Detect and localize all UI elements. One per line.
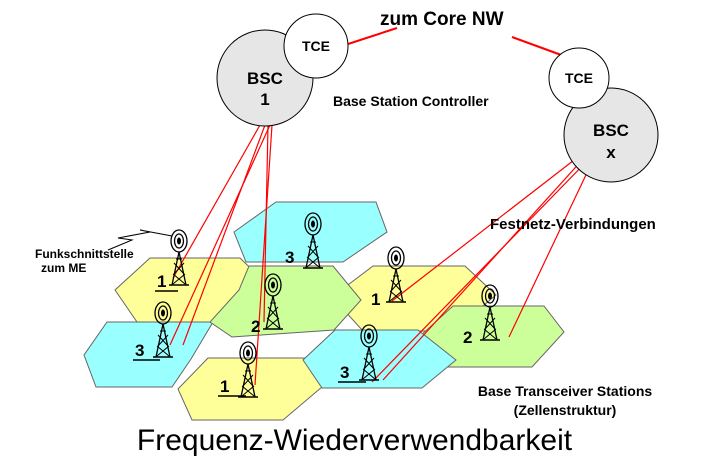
- bts-label-2: (Zellenstruktur): [514, 402, 617, 418]
- bsc-x-number: x: [606, 143, 616, 162]
- tce-1-label: TCE: [302, 38, 330, 54]
- bsc-x-node: BSC x: [563, 87, 659, 183]
- air-interface-label-1: Funkschnittstelle: [35, 247, 134, 261]
- cell-freq-2: [209, 265, 362, 338]
- cell-grid: [83, 201, 565, 421]
- cell-label: 3: [340, 363, 349, 382]
- cell-label: 3: [285, 248, 294, 267]
- tce-x-node: TCE: [548, 47, 610, 109]
- cell-label: 3: [135, 341, 144, 360]
- bsc-1-name: BSC: [247, 69, 283, 88]
- bsc1-links: [169, 124, 273, 386]
- tce-x-label: TCE: [565, 70, 593, 86]
- bsc-description: Base Station Controller: [333, 93, 489, 109]
- fixed-links-label: Festnetz-Verbindungen: [490, 216, 656, 233]
- bscx-links: [371, 156, 595, 383]
- tce-1-node: TCE: [283, 13, 349, 79]
- cell-freq-3: [302, 329, 457, 389]
- cell-label: 2: [463, 328, 472, 347]
- diagram-caption: Frequenz-Wiederverwendbarkeit: [136, 424, 573, 457]
- cell-freq-3: [233, 201, 388, 263]
- air-interface-label-2: zum ME: [41, 261, 86, 275]
- cell-label: 1: [157, 272, 166, 291]
- radio-interface-line: [107, 229, 173, 251]
- bsc-x-name: BSC: [593, 121, 629, 140]
- bsc-1-number: 1: [260, 90, 269, 109]
- cell-label: 1: [371, 290, 380, 309]
- core-nw-label: zum Core NW: [380, 9, 504, 30]
- bts-label-1: Base Transceiver Stations: [478, 383, 653, 399]
- cell-label: 1: [220, 377, 229, 396]
- cell-label: 2: [251, 317, 260, 336]
- core-nw-links: [347, 27, 565, 57]
